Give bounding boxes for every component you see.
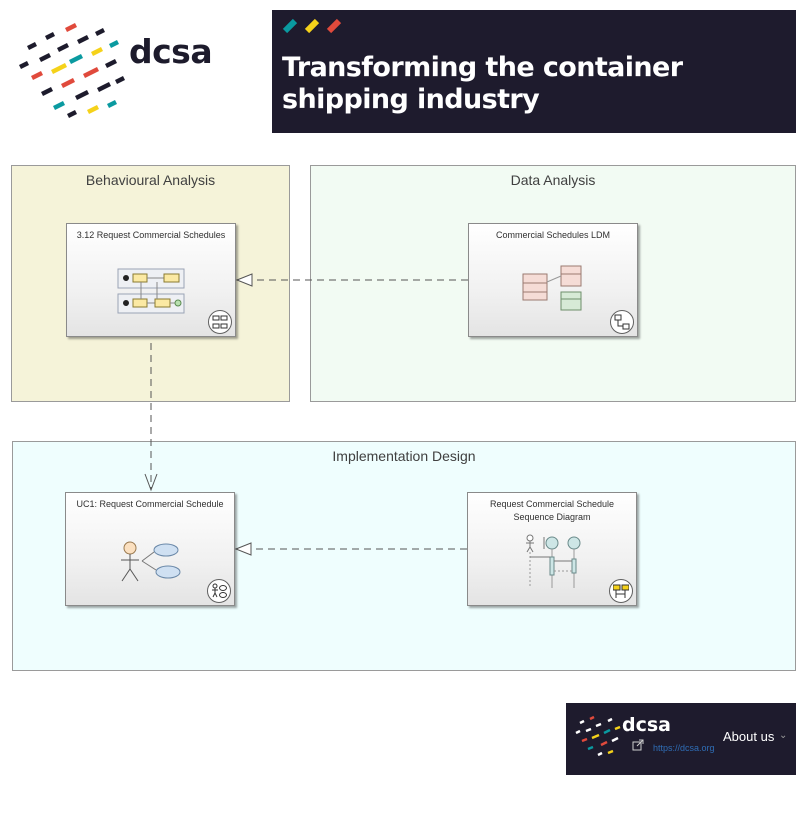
diagram-node-request-commercial-schedule-sequence[interactable]: Request Commercial Schedule Sequence Dia… bbox=[467, 492, 637, 606]
package-title: Data Analysis bbox=[510, 172, 596, 188]
diagram-node-uc1-request-commercial-schedule[interactable]: UC1: Request Commercial Schedule bbox=[65, 492, 235, 606]
package-title: Behavioural Analysis bbox=[85, 172, 216, 188]
class-diagram-badge bbox=[610, 310, 634, 334]
header-banner: Transforming the container shipping indu… bbox=[272, 10, 796, 133]
accent-stripes-icon bbox=[282, 18, 342, 34]
node-title: Request Commercial Schedule Sequence Dia… bbox=[489, 499, 615, 522]
sequence-diagram-icon bbox=[613, 584, 629, 598]
activity-diagram-badge bbox=[208, 310, 232, 334]
class-diagram-thumbnail-icon bbox=[522, 265, 582, 311]
connector-sequence-to-uc1[interactable] bbox=[234, 542, 467, 556]
footer-wordmark: dcsa bbox=[622, 714, 671, 736]
package-title: Implementation Design bbox=[332, 448, 476, 464]
use-case-diagram-thumbnail-icon bbox=[121, 541, 181, 582]
footer-url-link[interactable]: https://dcsa.org bbox=[653, 743, 715, 753]
sequence-diagram-thumbnail-icon bbox=[526, 534, 581, 588]
dcsa-logo: dcsa bbox=[18, 20, 218, 120]
diagram-node-commercial-schedules-ldm[interactable]: Commercial Schedules LDM bbox=[468, 223, 638, 337]
use-case-diagram-icon bbox=[212, 583, 227, 598]
node-title: Commercial Schedules LDM bbox=[495, 230, 611, 240]
node-title: 3.12 Request Commercial Schedules bbox=[76, 230, 226, 240]
activity-diagram-thumbnail-icon bbox=[117, 268, 185, 314]
banner-tagline: Transforming the container shipping indu… bbox=[282, 52, 683, 115]
diagram-node-request-commercial-schedules[interactable]: 3.12 Request Commercial Schedules bbox=[66, 223, 236, 337]
logo-wordmark: dcsa bbox=[129, 32, 213, 71]
node-title: UC1: Request Commercial Schedule bbox=[76, 499, 224, 509]
connector-request-to-uc1[interactable] bbox=[144, 343, 158, 492]
footer-card: dcsa https://dcsa.org About us ⌄ bbox=[566, 703, 796, 775]
activity-diagram-icon bbox=[212, 315, 228, 329]
sequence-diagram-badge bbox=[609, 579, 633, 603]
connector-ldm-to-request[interactable] bbox=[235, 273, 468, 287]
dcsa-logo-mark-icon bbox=[575, 715, 621, 757]
use-case-diagram-badge bbox=[207, 579, 231, 603]
class-diagram-icon bbox=[614, 314, 630, 330]
dcsa-logo-mark-icon bbox=[18, 22, 126, 119]
chevron-down-icon[interactable]: ⌄ bbox=[779, 730, 788, 741]
about-us-menu[interactable]: About us bbox=[723, 729, 775, 744]
external-link-icon[interactable] bbox=[632, 739, 644, 751]
